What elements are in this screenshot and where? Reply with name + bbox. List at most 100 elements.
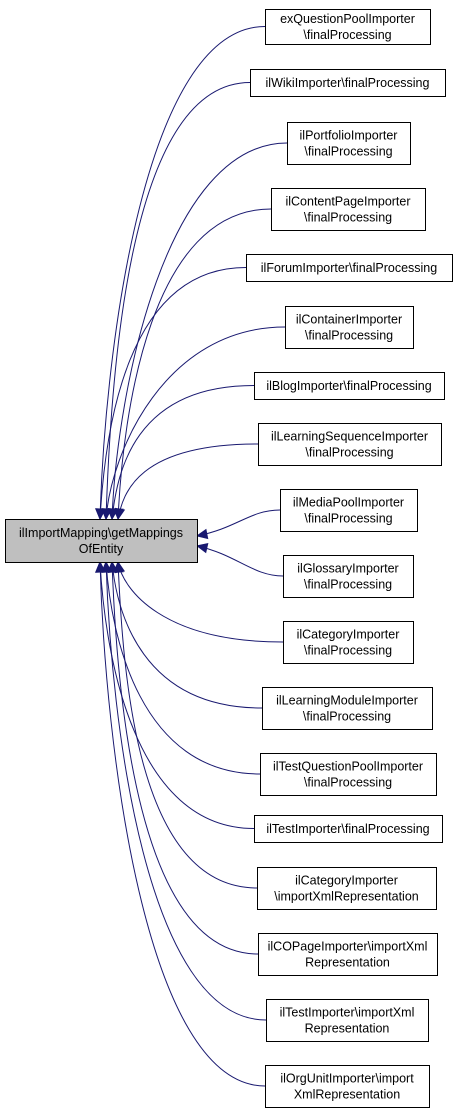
edge-18 — [95, 560, 266, 1087]
caller-node-6[interactable]: ilContainerImporter \finalProcessing — [285, 306, 414, 349]
edge-line — [99, 26, 266, 520]
edge-11 — [114, 560, 284, 643]
edge-line — [117, 561, 284, 643]
node-box — [260, 753, 437, 796]
node-box — [262, 687, 433, 730]
edge-line — [105, 326, 286, 520]
node-label-line: Representation — [305, 1022, 390, 1036]
node-box — [266, 999, 429, 1042]
node-label-line: ilImportMapping\getMappings — [19, 526, 183, 540]
edge-15 — [113, 560, 258, 889]
node-label-line: \finalProcessing — [305, 446, 393, 460]
node-label-line: \finalProcessing — [304, 644, 392, 658]
node-label-line: \finalProcessing — [304, 776, 392, 790]
edge-16 — [107, 560, 259, 955]
caller-node-15[interactable]: ilCategoryImporter\importXmlRepresentati… — [257, 867, 437, 910]
edge-line — [117, 443, 259, 520]
edge-line — [111, 142, 288, 520]
edge-line — [196, 545, 284, 577]
caller-node-4[interactable]: ilContentPageImporter\finalProcessing — [271, 188, 426, 231]
node-box — [246, 254, 453, 282]
arrow-head — [107, 507, 119, 521]
caller-node-12[interactable]: ilLearningModuleImporter\finalProcessing — [262, 687, 433, 730]
node-box — [254, 815, 443, 843]
node-label-line: ilForumImporter\finalProcessing — [261, 261, 437, 275]
edge-1 — [95, 26, 266, 521]
node-box — [257, 867, 437, 910]
caller-node-18[interactable]: ilOrgUnitImporter\importXmlRepresentatio… — [265, 1065, 430, 1108]
node-label-line: \finalProcessing — [304, 578, 392, 592]
node-label-line: ilOrgUnitImporter\import — [280, 1072, 414, 1086]
node-label-line: ilBlogImporter\finalProcessing — [266, 379, 431, 393]
caller-node-1[interactable]: exQuestionPoolImporter \finalProcessing — [265, 9, 431, 45]
node-box — [271, 188, 426, 231]
node-label-line: ilLearningSequenceImporter — [271, 430, 428, 444]
node-box — [265, 9, 431, 45]
caller-node-17[interactable]: ilTestImporter\importXmlRepresentation — [266, 999, 429, 1042]
caller-node-2[interactable]: ilWikiImporter\finalProcessing — [250, 69, 446, 97]
caller-node-11[interactable]: ilCategoryImporter \finalProcessing — [283, 621, 414, 664]
arrow-head — [195, 528, 209, 540]
edge-line — [196, 509, 281, 537]
node-box — [283, 621, 414, 664]
edge-line — [99, 561, 255, 829]
node-label-line: \finalProcessing — [304, 512, 392, 526]
node-label-line: ilPortfolioImporter — [300, 129, 398, 143]
caller-node-13[interactable]: ilTestQuestionPoolImporter \finalProcessi… — [260, 753, 437, 796]
caller-node-8[interactable]: ilLearningSequenceImporter \finalProcessi… — [258, 423, 442, 466]
arrow-head — [95, 560, 106, 573]
node-box — [280, 489, 418, 532]
node-label-line: \finalProcessing — [303, 28, 391, 42]
node-label-line: XmlRepresentation — [294, 1088, 400, 1102]
edge-7 — [107, 385, 255, 521]
node-label-line: \finalProcessing — [305, 329, 393, 343]
node-box — [254, 372, 445, 400]
caller-node-14[interactable]: ilTestImporter\finalProcessing — [254, 815, 443, 843]
node-box — [258, 933, 438, 976]
node-label-line: ilCategoryImporter — [297, 628, 400, 642]
node-label-line: ilContainerImporter — [296, 313, 402, 327]
edge-line — [111, 385, 255, 520]
edge-9 — [195, 509, 281, 540]
node-label-line: \finalProcessing — [304, 145, 392, 159]
edge-line — [99, 267, 247, 520]
node-box — [283, 555, 414, 598]
node-label-line: ilCOPageImporter\importXml — [268, 940, 428, 954]
edge-line — [117, 561, 258, 889]
node-label-line: \importXmlRepresentation — [274, 890, 419, 904]
node-label-line: Representation — [305, 956, 390, 970]
caller-node-5[interactable]: ilForumImporter\finalProcessing — [246, 254, 453, 282]
caller-node-10[interactable]: ilGlossaryImporter\finalProcessing — [283, 555, 414, 598]
node-label-line: OfEntity — [79, 542, 124, 556]
node-label-line: ilTestImporter\importXml — [280, 1006, 415, 1020]
node-box — [265, 1065, 430, 1108]
caller-node-16[interactable]: ilCOPageImporter\importXmlRepresentation — [258, 933, 438, 976]
node-box — [5, 519, 198, 563]
node-label-line: ilTestQuestionPoolImporter — [273, 760, 423, 774]
node-box — [285, 306, 414, 349]
node-label-line: ilTestImporter\finalProcessing — [266, 822, 429, 836]
node-label-line: ilMediaPoolImporter — [293, 496, 404, 510]
edge-line — [111, 561, 259, 955]
edge-line — [99, 561, 266, 1087]
edge-12 — [107, 560, 263, 709]
arrow-head — [195, 542, 209, 554]
caller-node-9[interactable]: ilMediaPoolImporter \finalProcessing — [280, 489, 418, 532]
node-label-line: ilWikiImporter\finalProcessing — [266, 76, 430, 90]
edge-10 — [195, 542, 284, 577]
edge-6 — [101, 326, 286, 521]
node-label-line: exQuestionPoolImporter — [280, 12, 415, 26]
edge-line — [111, 561, 263, 709]
edge-line — [105, 82, 251, 520]
caller-node-3[interactable]: ilPortfolioImporter \finalProcessing — [287, 122, 411, 165]
caller-node-7[interactable]: ilBlogImporter\finalProcessing — [254, 372, 445, 400]
node-label-line: \finalProcessing — [303, 710, 391, 724]
node-box — [287, 122, 411, 165]
node-label-line: ilContentPageImporter — [285, 195, 410, 209]
edges-layer — [95, 26, 288, 1087]
edge-line — [105, 561, 261, 775]
arrow-head — [114, 507, 126, 521]
